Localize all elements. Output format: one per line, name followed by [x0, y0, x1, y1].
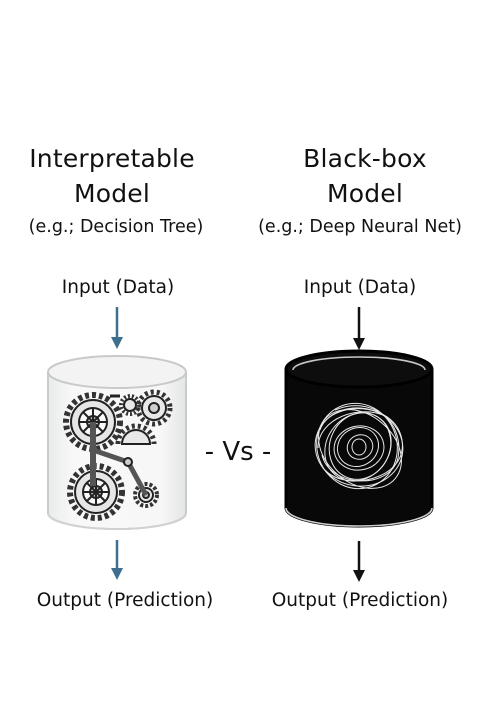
blackbox-subtitle: (e.g.; Deep Neural Net)	[258, 217, 462, 237]
interpretable-input-label: Input (Data)	[61, 277, 175, 298]
blackbox-model-cylinder	[284, 349, 434, 528]
blackbox-title-line1: Black-box	[303, 144, 427, 173]
versus-label: - Vs -	[204, 437, 272, 467]
blackbox-input-arrow	[353, 307, 365, 350]
blackbox-output-arrow	[353, 541, 365, 582]
interpretable-output-arrow	[111, 540, 123, 580]
blackbox-output-label: Output (Prediction)	[271, 590, 449, 611]
interpretable-title-line2: Model	[73, 179, 151, 208]
gear-mechanism-icon	[63, 389, 173, 521]
blackbox-title-line2: Model	[326, 179, 404, 208]
blackbox-input-label: Input (Data)	[303, 277, 417, 298]
neural-swirl-icon	[314, 402, 404, 490]
interpretable-subtitle: (e.g.; Decision Tree)	[28, 217, 204, 237]
interpretable-title-line1: Interpretable	[29, 144, 195, 173]
interpretable-output-label: Output (Prediction)	[36, 590, 214, 611]
interpretable-input-arrow	[111, 307, 123, 349]
